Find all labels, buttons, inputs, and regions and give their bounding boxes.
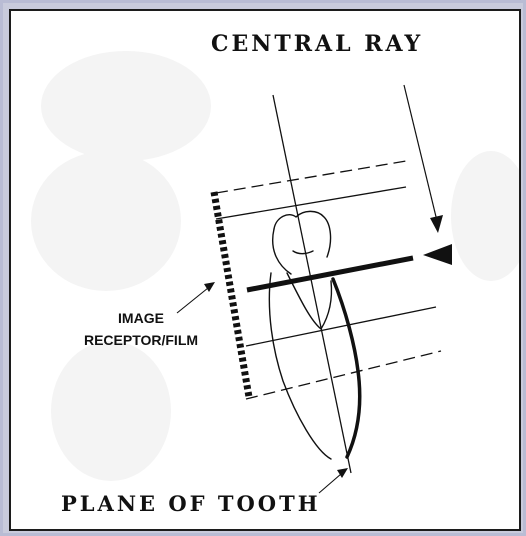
central-ray-line bbox=[246, 255, 414, 293]
diagram-panel: CENTRAL RAY IMAGE RECEPTOR/FILM PLANE OF… bbox=[9, 9, 521, 531]
plane-of-tooth-pointer-arrow bbox=[318, 473, 342, 494]
projection-line-dashed bbox=[245, 350, 442, 400]
projection-line bbox=[215, 186, 407, 220]
tooth-outline bbox=[268, 210, 362, 460]
background-smudge bbox=[51, 341, 171, 481]
receptor-pointer-arrowhead bbox=[204, 282, 215, 292]
plane-of-tooth-line bbox=[272, 94, 352, 474]
background-smudge bbox=[451, 151, 519, 281]
background-smudge bbox=[31, 151, 181, 291]
image-receptor-label-line2: RECEPTOR/FILM bbox=[83, 332, 199, 348]
central-ray-arrowhead bbox=[423, 244, 452, 265]
background-smudge bbox=[41, 51, 211, 161]
film-holder-projection-lines bbox=[215, 160, 442, 400]
receptor-pointer-arrow bbox=[176, 287, 209, 314]
projection-line-dashed bbox=[215, 160, 407, 194]
plane-of-tooth-pointer-arrowhead bbox=[337, 468, 348, 478]
image-receptor-label-line1: IMAGE bbox=[118, 310, 164, 326]
central-ray-label: CENTRAL RAY bbox=[211, 31, 424, 57]
image-receptor-film bbox=[210, 191, 253, 398]
image-receptor-label: IMAGE RECEPTOR/FILM bbox=[61, 307, 221, 351]
paralleling-technique-diagram bbox=[176, 84, 452, 494]
central-ray-pointer-arrowhead bbox=[430, 215, 443, 233]
central-ray-pointer-arrow bbox=[403, 84, 439, 226]
plane-of-tooth-label: PLANE OF TOOTH bbox=[61, 491, 321, 516]
projection-line bbox=[245, 306, 437, 347]
